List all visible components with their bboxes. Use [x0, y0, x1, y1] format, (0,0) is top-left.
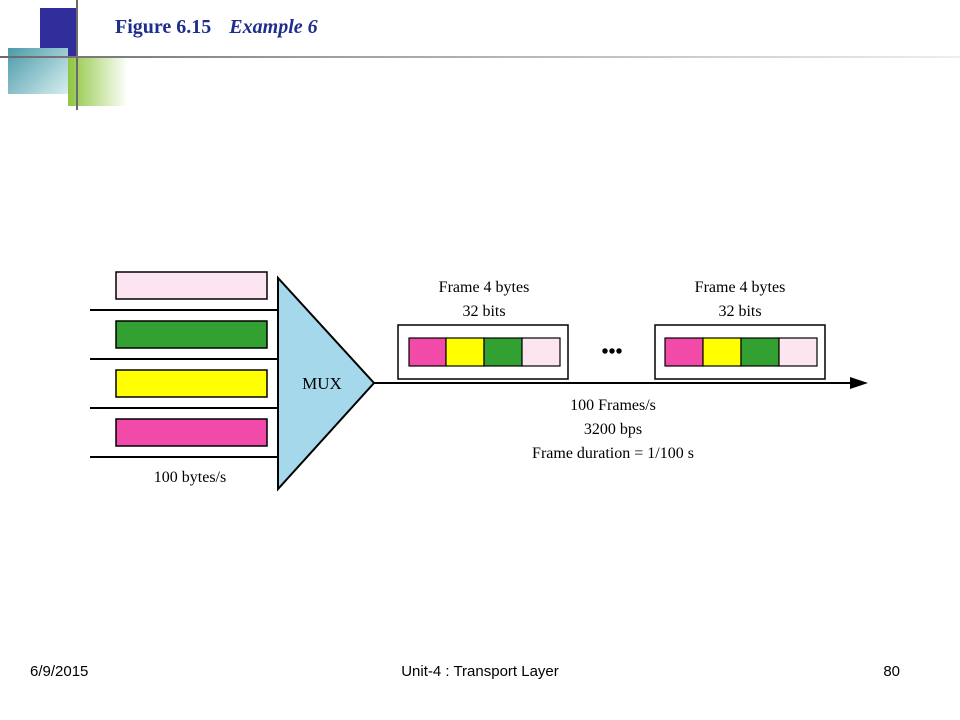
footer-page-number: 80	[883, 663, 900, 680]
arrow-head-icon	[850, 377, 868, 389]
input-block-pink	[115, 271, 268, 300]
frame2-slot-magenta	[664, 337, 704, 367]
horizontal-line	[0, 56, 960, 58]
green-square	[68, 58, 128, 106]
frame2-bits: 32 bits	[718, 303, 761, 320]
slide-title: Figure 6.15 Example 6	[115, 16, 318, 39]
figure-subtitle: Example 6	[229, 16, 318, 38]
frame2-slot-pink	[778, 337, 818, 367]
frame1-slot-green	[483, 337, 523, 367]
frame1-slot-pink	[521, 337, 561, 367]
footer-date: 6/9/2015	[30, 663, 89, 680]
mux-shape	[277, 275, 376, 492]
input-block-green	[115, 320, 268, 349]
vertical-line	[76, 0, 78, 110]
frame2-slot-yellow	[702, 337, 742, 367]
figure-label: Figure 6.15	[115, 16, 212, 38]
teal-square	[8, 48, 68, 94]
output-frame-duration: Frame duration = 1/100 s	[532, 445, 694, 462]
frame1-bits: 32 bits	[462, 303, 505, 320]
input-block-magenta	[115, 418, 268, 447]
ellipsis: •••	[601, 341, 622, 363]
input-block-yellow	[115, 369, 268, 398]
frame1-label: Frame 4 bytes	[439, 279, 530, 296]
frame1-slot-yellow	[445, 337, 485, 367]
frame1-slot-magenta	[408, 337, 447, 367]
footer-title: Unit-4 : Transport Layer	[401, 663, 559, 680]
output-frame-rate: 100 Frames/s	[570, 397, 656, 414]
frame2-slot-green	[740, 337, 780, 367]
mux-label: MUX	[302, 374, 342, 393]
input-rate-label: 100 bytes/s	[154, 469, 226, 486]
output-bps: 3200 bps	[584, 421, 642, 438]
frame2-label: Frame 4 bytes	[695, 279, 786, 296]
corner-decoration	[0, 0, 960, 110]
